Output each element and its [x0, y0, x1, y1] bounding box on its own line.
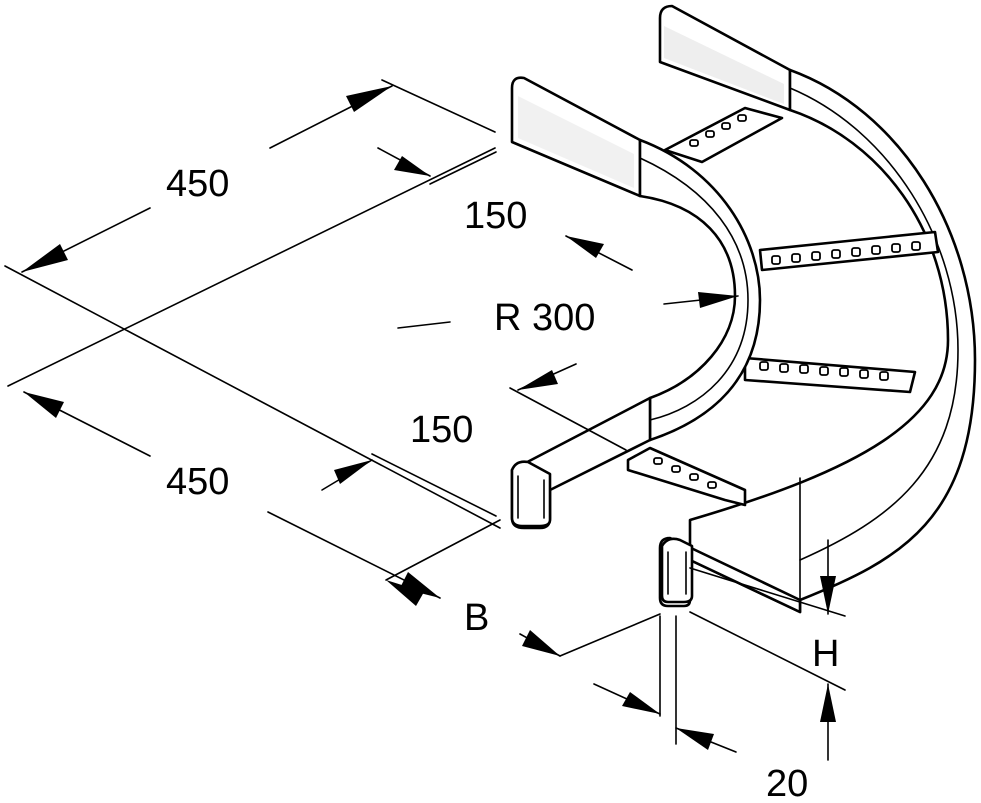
arrow-20-left — [622, 692, 660, 714]
rung-3 — [743, 356, 917, 394]
rung-4 — [626, 446, 747, 507]
label-length-bottom: 450 — [166, 461, 229, 503]
arrow-b-right — [522, 630, 560, 656]
arrow-20-right — [676, 728, 714, 750]
label-thickness: 20 — [766, 763, 808, 803]
arrow-150-top-a — [394, 156, 430, 176]
label-length-top: 450 — [166, 163, 229, 205]
rungs — [626, 106, 940, 507]
arrow-450-bottom-left — [24, 392, 64, 418]
arrow-150-top-b — [566, 236, 604, 258]
inner-rail — [510, 76, 762, 530]
arrow-h-bottom — [820, 684, 836, 722]
dimension-lines — [4, 79, 846, 761]
arrow-450-top-right — [346, 86, 392, 112]
dimension-labels: 450 150 R 300 150 450 B H 20 — [166, 163, 839, 803]
rung-1 — [663, 106, 784, 164]
arrow-150-bottom-b — [334, 460, 372, 484]
outer-rail — [658, 4, 977, 614]
arrow-450-top-left — [22, 244, 68, 272]
label-straight-top: 150 — [464, 195, 527, 237]
arrow-r300 — [698, 292, 738, 308]
label-width: B — [464, 597, 489, 639]
label-height: H — [812, 633, 839, 675]
arrow-b-left — [386, 580, 424, 606]
arrow-450-bottom-right — [400, 572, 440, 598]
arrow-150-bottom-a — [518, 370, 558, 390]
arrow-h-top — [820, 576, 836, 614]
label-straight-bottom: 150 — [410, 409, 473, 451]
rung-2 — [758, 230, 940, 272]
label-radius: R 300 — [494, 297, 595, 339]
